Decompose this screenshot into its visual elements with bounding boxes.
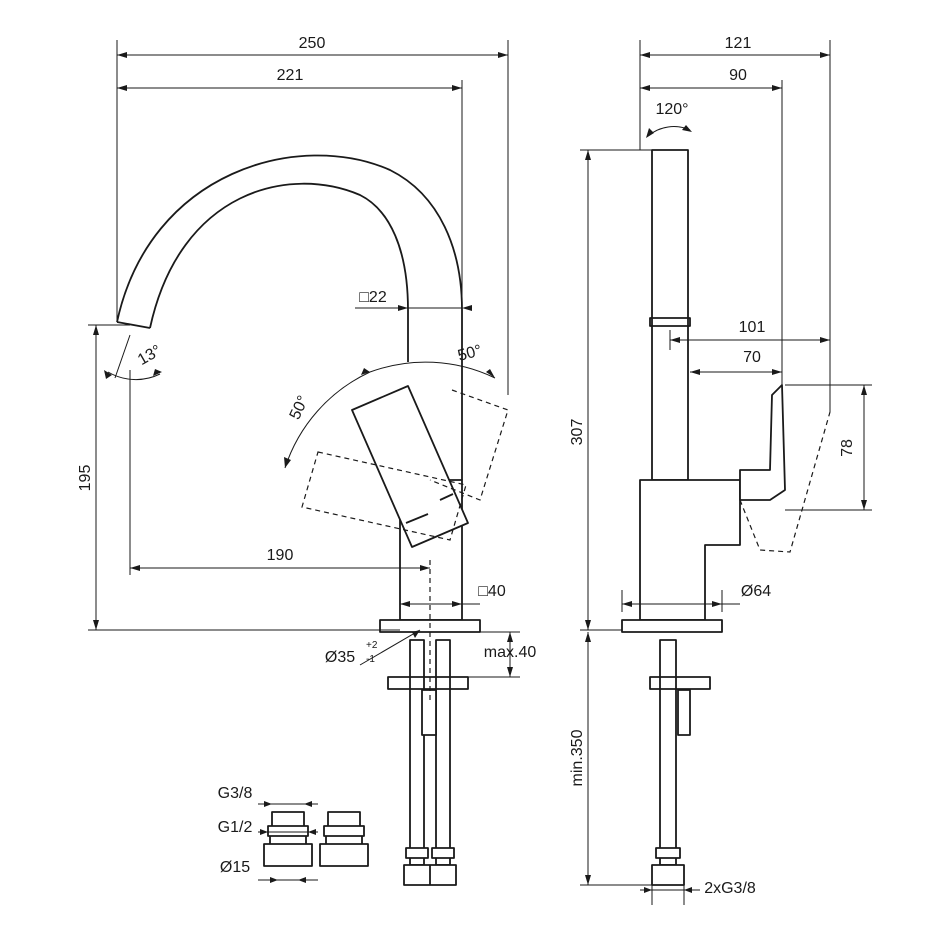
dim-78: 78 (839, 439, 856, 457)
side-aerator (649, 317, 691, 327)
dim-g12: G1/2 (218, 819, 253, 836)
front-hose-left (409, 639, 425, 866)
dim-13deg: 13° (135, 342, 164, 369)
side-fixing-plate (649, 676, 711, 690)
dim-dia35: Ø35 (325, 649, 355, 666)
dim-dia35-tol-upper: +2 (366, 640, 378, 651)
dim-2xg38: 2xG3/8 (704, 880, 756, 897)
dim-g38: G3/8 (218, 785, 253, 802)
front-lever-mark (405, 493, 454, 524)
front-lever (351, 385, 469, 548)
side-body (639, 479, 741, 621)
front-lever-ghost-left (301, 451, 467, 541)
dim-121: 121 (725, 35, 752, 52)
dim-sq22: □22 (359, 289, 387, 306)
side-hose (659, 639, 677, 866)
front-hose-nuts (403, 847, 457, 886)
side-base-plate (621, 619, 723, 633)
front-spout (116, 154, 463, 480)
dim-dia15: Ø15 (220, 859, 250, 876)
front-dimensions: 250 221 195 190 13° □22 50° 50° (77, 35, 537, 678)
dim-90: 90 (729, 67, 747, 84)
dim-101: 101 (739, 319, 766, 336)
front-fixing-plate (387, 676, 469, 690)
dim-dia35-tol-lower: -1 (366, 654, 375, 665)
dim-120deg: 120° (655, 101, 688, 118)
side-lever (739, 384, 786, 501)
front-lever-ghost-right (429, 389, 509, 501)
dim-70: 70 (743, 349, 761, 366)
dim-50deg-left: 50° (287, 393, 313, 422)
dim-250: 250 (299, 35, 326, 52)
dim-190: 190 (267, 547, 294, 564)
dim-sq40: □40 (478, 583, 506, 600)
front-stud (421, 689, 437, 736)
dim-50deg-right: 50° (456, 342, 484, 365)
side-dimensions: 121 90 120° 307 101 70 78 (569, 35, 872, 905)
dim-dia64: Ø64 (741, 583, 771, 600)
dim-min350: min.350 (569, 729, 586, 786)
side-hose-nuts (651, 847, 685, 886)
fitting-left (263, 811, 313, 867)
side-view (621, 149, 831, 886)
front-hose-right (435, 639, 451, 866)
dim-195: 195 (77, 465, 94, 492)
front-view (116, 154, 509, 886)
side-stud (677, 689, 691, 736)
dim-221: 221 (277, 67, 304, 84)
fitting-right (319, 811, 369, 867)
dim-max40: max.40 (484, 644, 537, 661)
side-lever-ghost (739, 411, 831, 553)
fittings: G3/8 G1/2 Ø15 (218, 785, 369, 883)
side-spout (651, 149, 689, 481)
dim-307: 307 (569, 419, 586, 446)
